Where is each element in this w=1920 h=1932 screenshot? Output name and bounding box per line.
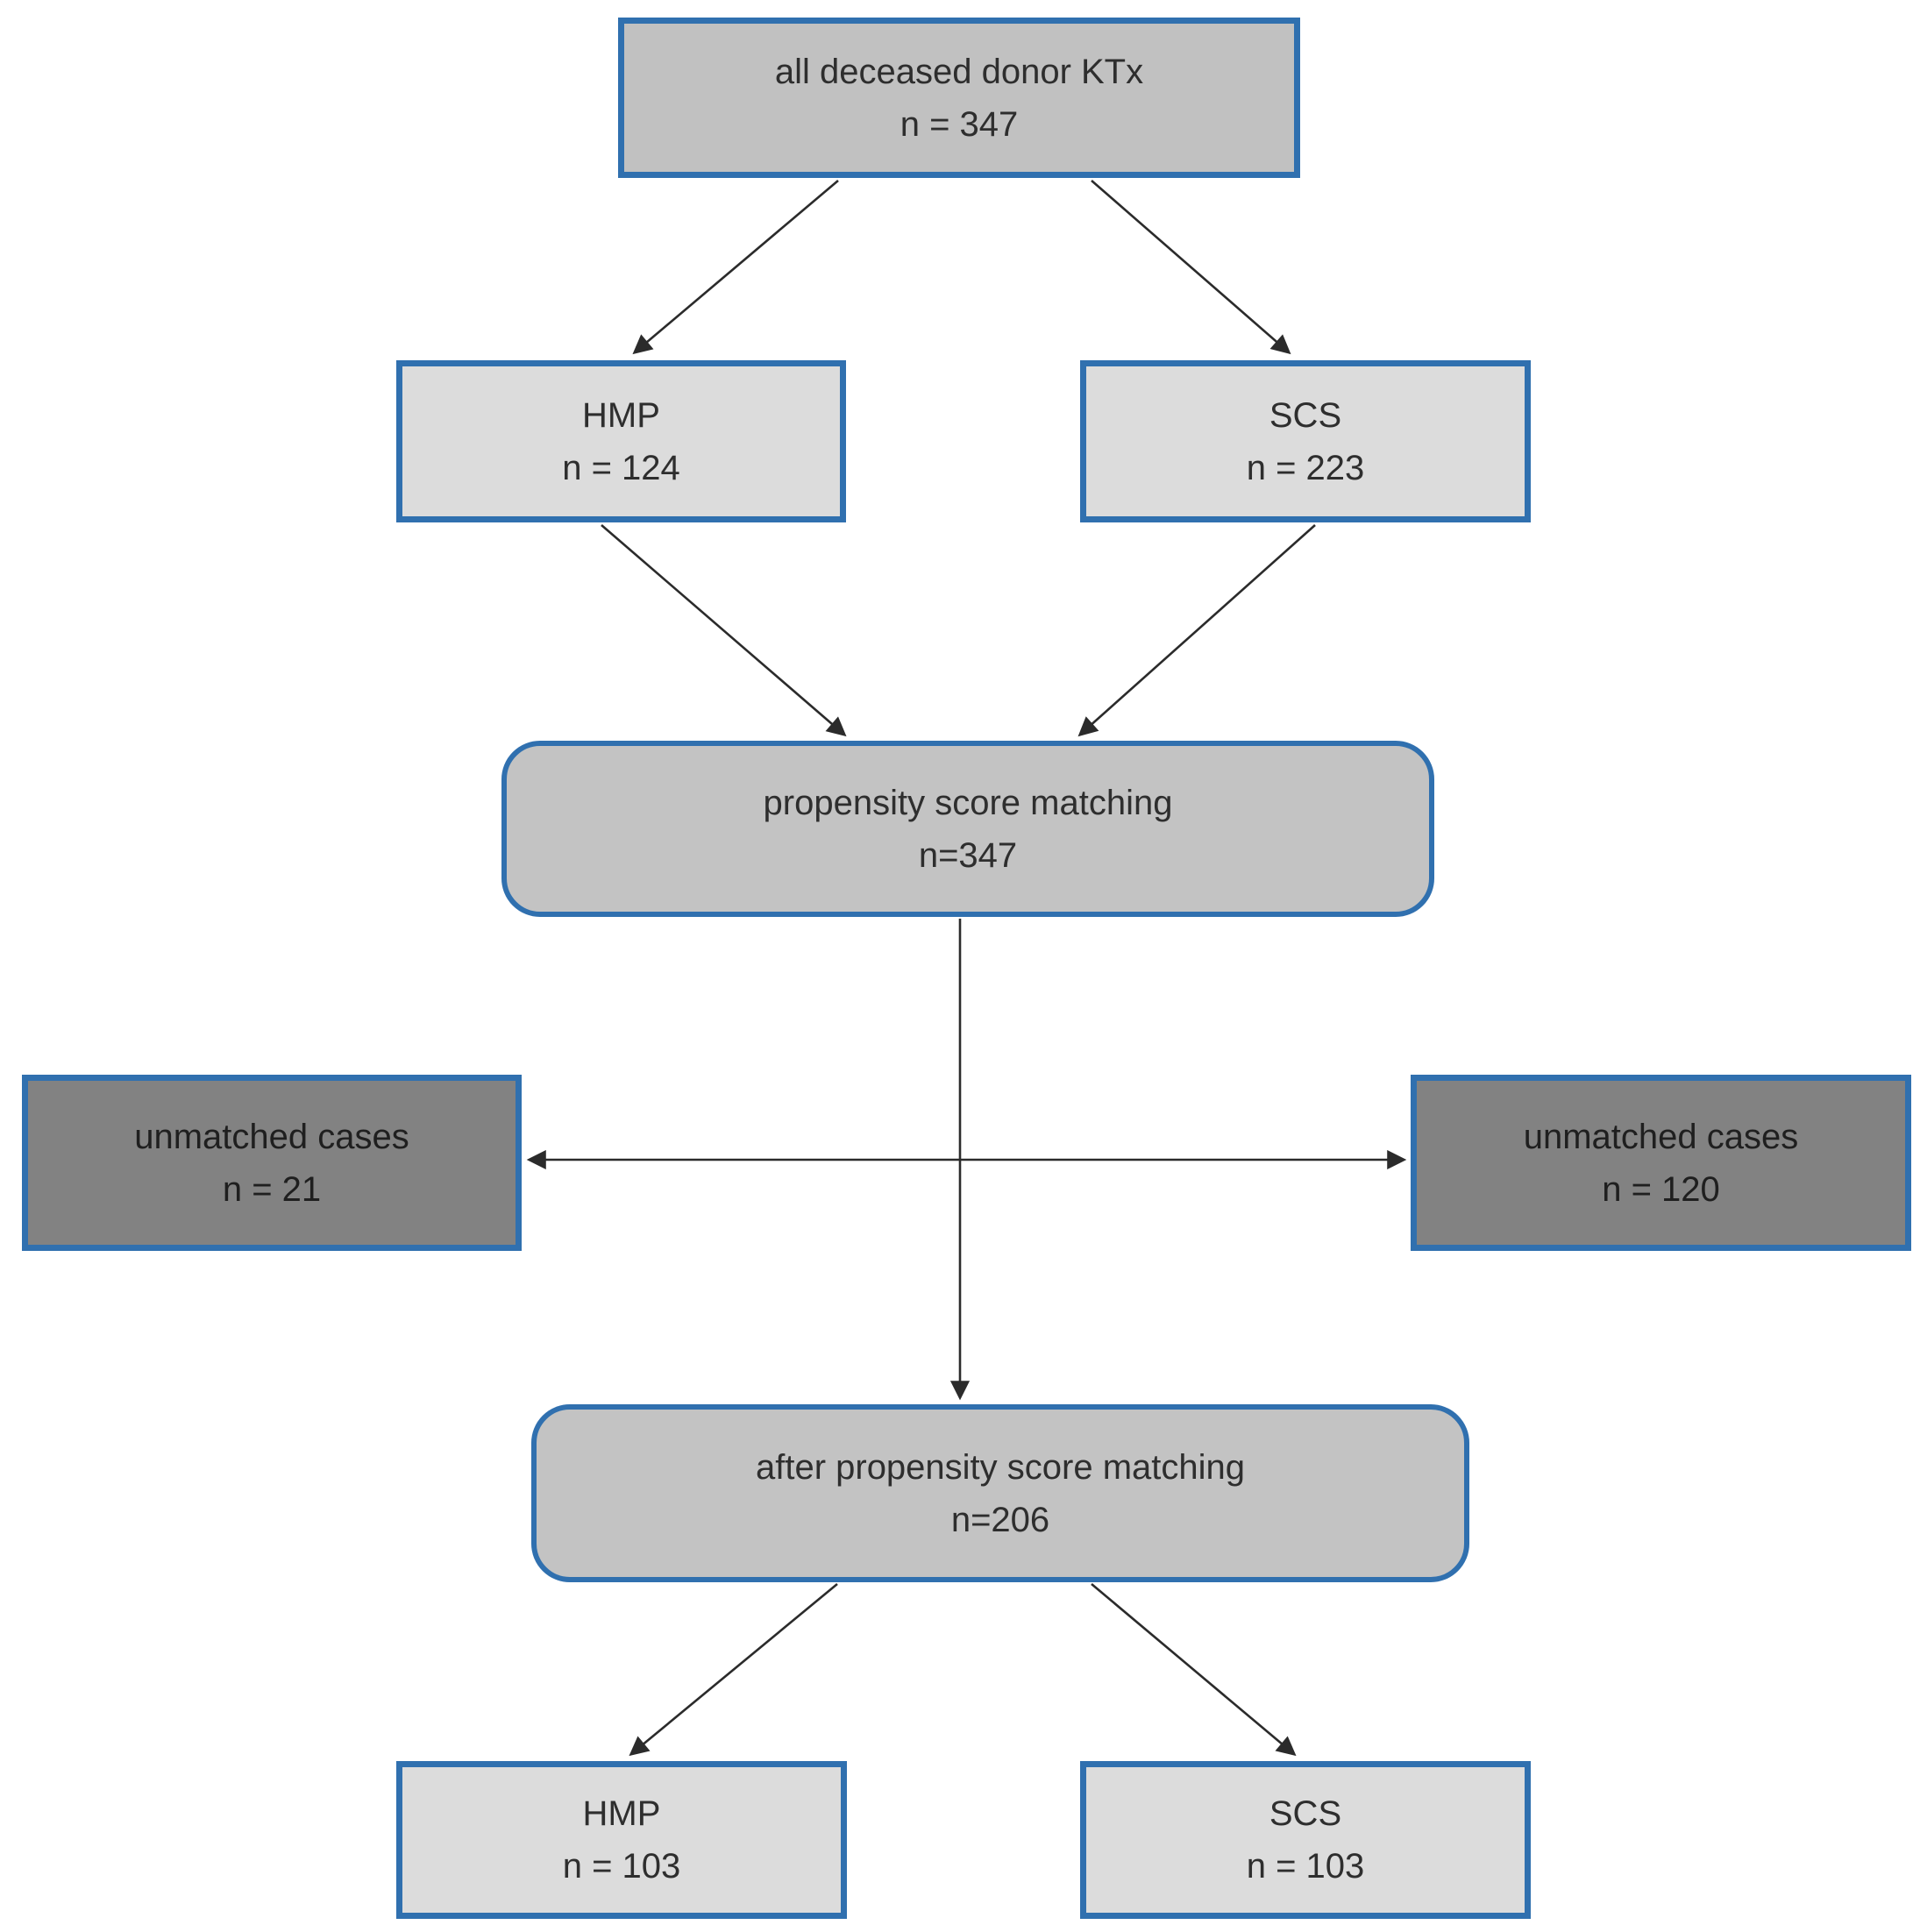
node-label: HMP — [582, 1794, 661, 1833]
node-scs-after-matching: SCS n = 103 — [1080, 1761, 1531, 1919]
arrow-allktx-to-hmp — [632, 180, 839, 355]
arrow-hmp-to-psm — [601, 524, 847, 737]
node-count: n=206 — [950, 1500, 1050, 1539]
node-count: n = 124 — [562, 448, 680, 487]
node-label: HMP — [582, 395, 660, 435]
arrow-apsm-to-hmp — [629, 1582, 838, 1757]
node-all-deceased-donor-ktx: all deceased donor KTx n = 347 — [618, 18, 1300, 178]
arrow-scs-to-psm — [1077, 524, 1316, 737]
node-label: unmatched cases — [1523, 1117, 1799, 1156]
node-hmp-before-matching: HMP n = 124 — [396, 360, 846, 522]
node-label: after propensity score matching — [755, 1447, 1246, 1487]
node-unmatched-cases-left: unmatched cases n = 21 — [22, 1075, 522, 1251]
node-label: SCS — [1269, 395, 1342, 435]
node-label: propensity score matching — [763, 783, 1173, 822]
node-after-propensity-score-matching: after propensity score matching n=206 — [531, 1404, 1469, 1582]
node-label: all deceased donor KTx — [774, 52, 1144, 91]
node-count: n = 223 — [1246, 448, 1365, 487]
arrow-allktx-to-scs — [1091, 180, 1291, 355]
node-label: unmatched cases — [134, 1117, 409, 1156]
node-count: n = 21 — [222, 1169, 322, 1209]
node-count: n = 103 — [1246, 1847, 1365, 1886]
node-unmatched-cases-right: unmatched cases n = 120 — [1411, 1075, 1911, 1251]
node-count: n = 103 — [562, 1847, 681, 1886]
node-scs-before-matching: SCS n = 223 — [1080, 360, 1531, 522]
node-hmp-after-matching: HMP n = 103 — [396, 1761, 847, 1919]
node-count: n = 347 — [900, 104, 1019, 144]
node-count: n = 120 — [1602, 1169, 1720, 1209]
node-propensity-score-matching: propensity score matching n=347 — [501, 741, 1434, 917]
arrow-apsm-to-scs — [1091, 1583, 1297, 1757]
node-label: SCS — [1269, 1794, 1342, 1833]
node-count: n=347 — [918, 835, 1018, 875]
